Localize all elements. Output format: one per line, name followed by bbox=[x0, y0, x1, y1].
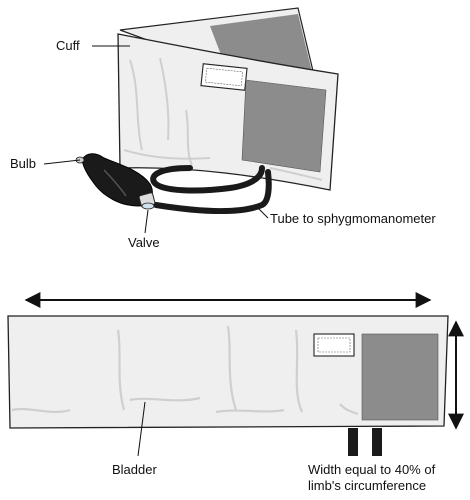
flat-gray-panel bbox=[361, 333, 439, 421]
bladder-label: Bladder bbox=[112, 462, 157, 477]
tube-label: Tube to sphygmomanometer bbox=[270, 211, 436, 226]
tube-stub-left bbox=[348, 428, 358, 456]
cuff-tubes bbox=[150, 165, 272, 215]
bulb-label: Bulb bbox=[10, 156, 36, 171]
flat-cuff-wrinkles bbox=[11, 325, 359, 416]
flat-cuff bbox=[7, 315, 449, 456]
width-label-line2: limb's circumference bbox=[308, 478, 426, 493]
cuff-wrinkles bbox=[123, 57, 323, 181]
width-label-line1: Width equal to 40% of bbox=[308, 462, 436, 477]
cuff-front-gray-panel bbox=[241, 79, 327, 173]
folded-cuff bbox=[117, 7, 339, 191]
leader-lines bbox=[43, 45, 269, 457]
valve-label: Valve bbox=[128, 235, 160, 250]
flat-velcro-tab bbox=[313, 333, 355, 357]
valve bbox=[138, 192, 156, 210]
cuff-label: Cuff bbox=[56, 38, 80, 53]
velcro-tab bbox=[200, 63, 248, 91]
tube-stub-right bbox=[372, 428, 382, 456]
